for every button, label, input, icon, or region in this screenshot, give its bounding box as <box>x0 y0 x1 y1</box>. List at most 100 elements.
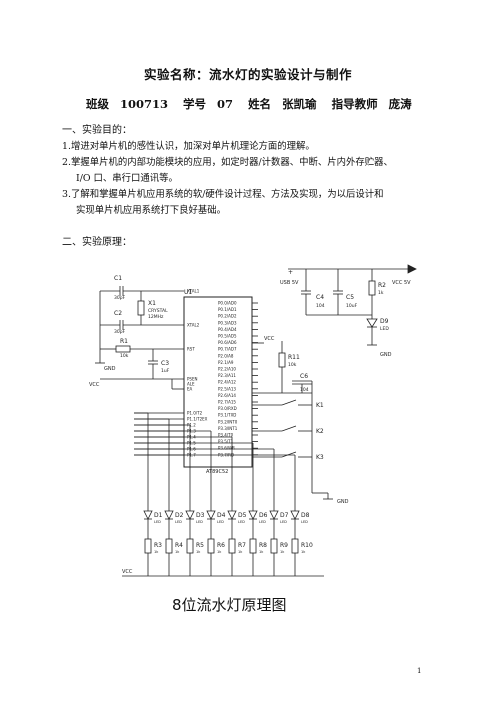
name-value: 张凯瑜 <box>282 97 317 111</box>
c4-label: C4 <box>316 294 324 301</box>
usb-label: USB 5V <box>280 280 299 286</box>
chip-pin-label: P0.2/AD2 <box>218 314 237 319</box>
resistor-symbol <box>228 538 236 554</box>
resistor-value: 1k <box>175 550 180 554</box>
chip-pin-label: P0.4/AD4 <box>218 327 237 332</box>
chip-pin-label: P1.0/T2 <box>187 411 203 416</box>
led-symbol <box>206 510 216 520</box>
chip-pin-label: P2.0/A8 <box>218 353 234 358</box>
led-sub: LED <box>301 520 308 524</box>
c6-label: C6 <box>300 373 308 380</box>
resistor-value: 1k <box>217 550 222 554</box>
led-symbol <box>143 510 153 520</box>
purpose-item-3-cont: 实现单片机应用系统打下良好基础。 <box>76 205 227 216</box>
student-id-label: 学号 <box>183 97 207 111</box>
chip-pin-label: XTAL1 <box>187 289 200 294</box>
chip-pin-label: RST <box>187 347 195 352</box>
chip-pin-label: P3.5/T1 <box>218 439 234 444</box>
purpose-item-3: 3.了解和掌握单片机应用系统的软/硬件设计过程、方法及实现，为以后设计和 <box>62 189 384 200</box>
class-value: 100713 <box>120 97 169 111</box>
gnd-label-3: GND <box>380 352 392 358</box>
chip-pin-label: P0.5/AD5 <box>218 334 237 339</box>
x1-label: X1 <box>148 300 156 307</box>
led-sub: LED <box>259 520 266 524</box>
chip-pin-label: P2.5/A13 <box>218 386 236 391</box>
led-label: D5 <box>238 512 247 519</box>
name-label: 姓名 <box>248 97 272 111</box>
c2-label: C2 <box>114 310 122 317</box>
c1-value: 30pF <box>114 295 126 301</box>
led-sub: LED <box>196 520 203 524</box>
chip-pin-label: P0.3/AD3 <box>218 320 237 325</box>
purpose-item-1: 1.增进对单片机的感性认识，加深对单片机理论方面的理解。 <box>62 141 315 152</box>
chip-pin-label: P1.1/T2EX <box>187 417 208 422</box>
resistor-symbol <box>165 538 173 554</box>
c3-label: C3 <box>161 360 169 367</box>
power-section: + USB 5V C4 104 C5 10uF R2 1k VCC 5V D9 … <box>280 264 417 358</box>
chip-pin-label: P0.0/AD0 <box>218 301 237 306</box>
resistor-symbol <box>291 538 299 554</box>
r1-value: 10k <box>120 353 129 359</box>
chip-pin-label: P2.3/A11 <box>218 373 236 378</box>
chip-pin-label: P2.1/A9 <box>218 360 234 365</box>
led-label: D7 <box>280 512 289 519</box>
student-info-line: 班级 100713 学号 07 姓名张凯瑜 指导教师庞涛 <box>86 96 423 112</box>
resistor-label: R4 <box>175 542 183 549</box>
chip-pin-label: P3.4/T0 <box>218 433 234 438</box>
led-symbol <box>227 510 237 520</box>
led-label: D4 <box>217 512 226 519</box>
chip-pin-label: ALE <box>187 382 195 387</box>
led-sub: LED <box>175 520 182 524</box>
vcc-label-2: VCC <box>264 336 275 342</box>
vcc-label-3: VCC <box>122 569 133 575</box>
d9-label: D9 <box>380 318 389 325</box>
r1-label: R1 <box>120 338 128 345</box>
teacher-value: 庞涛 <box>388 97 412 111</box>
resistor-symbol <box>186 538 194 554</box>
section-heading-principle: 二、实验原理： <box>62 237 132 248</box>
chip-pin-label: XTAL2 <box>187 323 200 328</box>
p1-bus <box>134 412 296 511</box>
class-label: 班级 <box>86 97 109 111</box>
chip-pin-label: P3.1/TXD <box>218 413 236 418</box>
d9-value: LED <box>380 326 389 332</box>
resistor-symbol <box>207 538 215 554</box>
led-symbol <box>269 510 279 520</box>
resistor-value: 1k <box>238 550 243 554</box>
chip-name: AT89C52 <box>206 469 228 475</box>
chip-pin-label: P3.6/WR <box>218 446 235 451</box>
key-label: K3 <box>316 454 324 461</box>
c2-value: 30pF <box>114 329 126 335</box>
gnd-label-2: GND <box>337 499 349 505</box>
resistor-symbol <box>270 538 278 554</box>
r2-label: R2 <box>378 282 386 289</box>
mcu-chip: U1 AT89C52 XTAL1XTAL2RSTPSENALEEAP1.0/T2… <box>134 289 258 475</box>
resistor-symbol <box>144 538 152 554</box>
vcc5-label: VCC 5V <box>392 280 411 286</box>
c5-label: C5 <box>346 294 354 301</box>
chip-pin-label: EA <box>187 387 193 392</box>
chip-pin-label: P1.2 <box>187 423 196 428</box>
teacher-label: 指导教师 <box>331 97 378 111</box>
r2-value: 1k <box>378 290 384 296</box>
resistor-value: 1k <box>280 550 285 554</box>
x1-type: CRYSTAL <box>148 308 168 314</box>
chip-pin-label: P2.6/A14 <box>218 393 236 398</box>
chip-pin-label: PSEN <box>187 377 197 382</box>
purpose-item-2: 2.掌握单片机的内部功能模块的应用，如定时器/计数器、中断、片内外存贮器、 <box>62 157 393 168</box>
chip-pin-label: P0.6/AD6 <box>218 340 237 345</box>
resistor-value: 1k <box>196 550 201 554</box>
resistor-label: R8 <box>259 542 267 549</box>
resistor-label: R6 <box>217 542 225 549</box>
chip-pin-label: P3.2/INT0 <box>218 419 238 424</box>
led-sub: LED <box>217 520 224 524</box>
led-label: D3 <box>196 512 205 519</box>
led-label: D8 <box>301 512 310 519</box>
student-id-value: 07 <box>217 97 234 111</box>
resistor-symbol <box>249 538 257 554</box>
c4-value: 104 <box>316 303 325 309</box>
section-heading-purpose: 一、实验目的： <box>62 125 132 136</box>
chip-pin-label: P3.0/RXD <box>218 406 237 411</box>
key-label: K1 <box>316 402 324 409</box>
